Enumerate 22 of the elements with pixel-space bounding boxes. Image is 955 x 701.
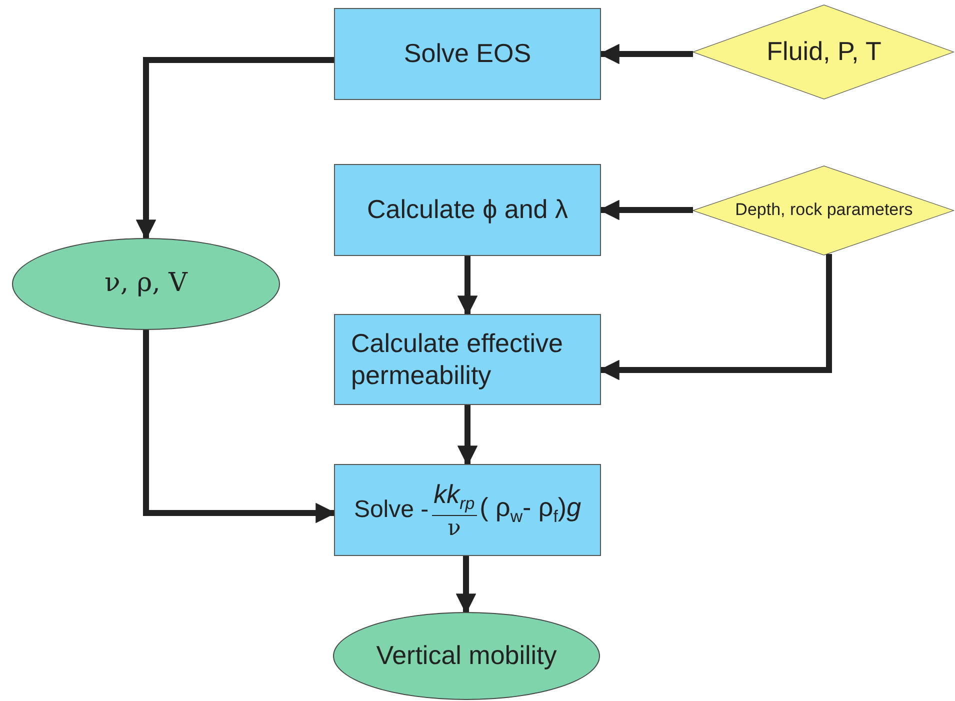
formula-text: Solve - xyxy=(354,496,429,524)
formula-numerator: kk$_{rp}$ xyxy=(432,479,477,516)
arrow xyxy=(136,57,334,240)
input-diamond xyxy=(693,166,955,256)
node-label: Depth, rock parameters xyxy=(734,200,914,221)
formula-text: ( ρ$_{w}$- ρ$_{f}$)g xyxy=(480,492,582,528)
node-label: Solve EOS xyxy=(402,38,532,70)
node-label: Calculate effective permeability xyxy=(350,328,564,391)
process-box xyxy=(334,464,601,556)
formula-denominator: ν xyxy=(447,516,461,541)
arrow xyxy=(143,330,336,524)
node-label: ν, ρ, V xyxy=(104,268,189,300)
process-box xyxy=(334,164,601,256)
node-label: Vertical mobility xyxy=(375,640,558,672)
node-label: Calculate ϕ and λ xyxy=(366,194,569,226)
process-box xyxy=(334,314,601,405)
input-diamond xyxy=(693,4,955,100)
arrow xyxy=(457,256,478,316)
arrow xyxy=(456,556,476,614)
arrow xyxy=(457,405,478,466)
node-label: Fluid, P, T xyxy=(766,36,882,68)
process-box xyxy=(334,8,601,100)
